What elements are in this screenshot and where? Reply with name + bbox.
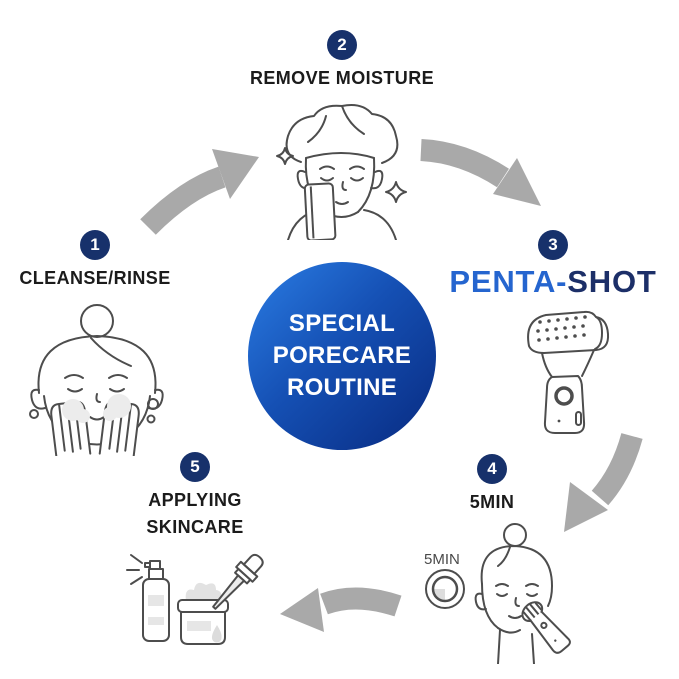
water-bubbles (29, 398, 159, 424)
roller-dots (536, 315, 587, 423)
center-circle: SPECIAL PORECARE ROUTINE (248, 262, 436, 450)
arrow-step1-to-step2-icon (140, 149, 259, 235)
arrow-step3-to-step4-icon (564, 432, 643, 532)
drop-icon (211, 625, 222, 643)
sparkle-icon (276, 147, 407, 203)
step-1-cleanse-rinse: 1 CLEANSE/RINSE (5, 230, 185, 456)
step-3-label-penta: PENTA- (449, 264, 568, 299)
step-3-number-badge: 3 (538, 230, 568, 260)
device-on-face-icon: 5MIN (424, 523, 571, 664)
cream-jar-icon (177, 582, 229, 645)
center-title-line3: ROUTINE (286, 373, 398, 401)
center-title-line1: SPECIAL (288, 310, 396, 338)
step-3-label-shot: SHOT (567, 264, 657, 299)
step-4-5min: 4 5MIN 5MIN (402, 454, 582, 664)
center-title: SPECIAL PORECARE ROUTINE (273, 308, 411, 403)
towel (303, 182, 337, 240)
timer-icon (425, 569, 465, 609)
step-4-label: 5MIN (469, 492, 515, 512)
foam-bubbles (62, 394, 131, 423)
step-1-label: CLEANSE/RINSE (19, 268, 171, 288)
spray-bottle-icon (126, 554, 170, 642)
timer-5min-label: 5MIN (424, 551, 460, 568)
handheld-device (521, 601, 571, 654)
face-washing-icon (29, 304, 164, 456)
step-1-number-badge: 1 (80, 230, 110, 260)
step-5-number-badge: 5 (180, 452, 210, 482)
step-4-number-badge: 4 (477, 454, 507, 484)
penta-shot-device-icon (527, 310, 610, 434)
step-5-label-line2: SKINCARE (146, 517, 244, 537)
step-2-label: REMOVE MOISTURE (249, 68, 434, 88)
step-5-label: APPLYING SKINCARE (146, 487, 243, 541)
center-title-line2: PORECARE (272, 342, 412, 370)
step-3-penta-shot: 3 PENTA-SHOT (443, 230, 663, 438)
step-2-number-badge: 2 (327, 30, 357, 60)
step-2-remove-moisture: 2 REMOVE MOISTURE (232, 30, 452, 240)
step-3-label: PENTA-SHOT (449, 264, 656, 300)
arrow-step4-to-step5-icon (280, 587, 402, 632)
towel-drying-icon (276, 104, 407, 240)
step-5-label-line1: APPLYING (148, 490, 242, 510)
skincare-products-icon (126, 553, 264, 645)
dropper-icon (212, 553, 264, 610)
step-5-applying-skincare: 5 APPLYING SKINCARE (105, 452, 285, 655)
arrow-step2-to-step3-icon (420, 139, 541, 206)
